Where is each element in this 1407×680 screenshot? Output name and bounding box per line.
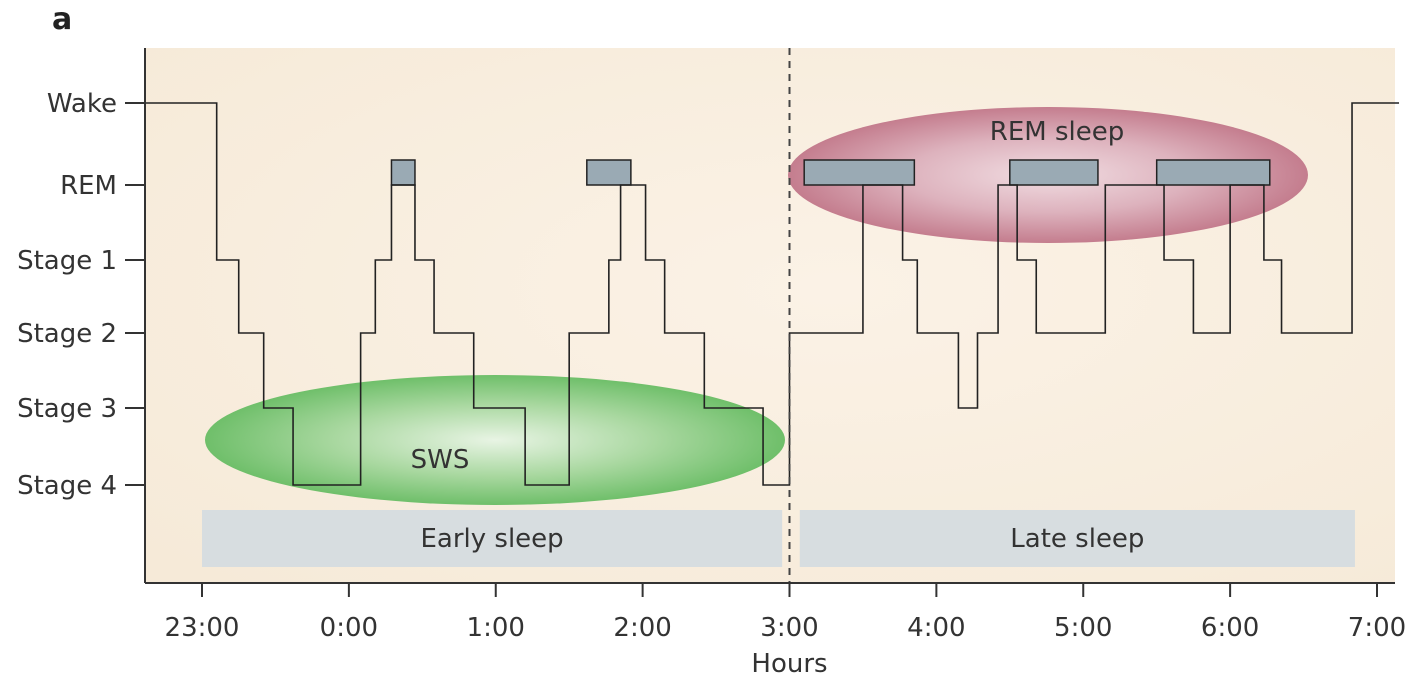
y-tick-label: Stage 4 <box>17 471 117 501</box>
sws-ellipse <box>205 375 785 505</box>
phase-label: Early sleep <box>420 524 563 554</box>
rem-block <box>586 159 632 186</box>
y-tick-label: Stage 2 <box>17 319 117 349</box>
sws-label: SWS <box>411 445 470 475</box>
rem-block <box>1155 159 1271 186</box>
x-tick-label: 4:00 <box>907 613 965 643</box>
x-tick-label: 6:00 <box>1201 613 1259 643</box>
y-tick-label: Wake <box>47 89 117 119</box>
phase-band <box>799 510 1355 567</box>
x-tick-label: 2:00 <box>613 613 671 643</box>
x-tick-label: 0:00 <box>320 613 378 643</box>
panel-label: a <box>52 2 73 37</box>
phase-label: Late sleep <box>1010 524 1144 554</box>
y-tick-label: Stage 3 <box>17 394 117 424</box>
y-tick-label: REM <box>60 171 117 201</box>
phase-band <box>202 510 783 567</box>
x-axis-title: Hours <box>751 649 827 679</box>
y-tick-label: Stage 1 <box>17 246 117 276</box>
x-tick-label: 3:00 <box>760 613 818 643</box>
rem-block <box>1009 159 1099 186</box>
x-tick-label: 7:00 <box>1348 613 1406 643</box>
x-tick-label: 23:00 <box>165 613 240 643</box>
rem-block <box>803 159 916 186</box>
x-tick-label: 5:00 <box>1054 613 1112 643</box>
rem-sleep-label: REM sleep <box>990 117 1124 147</box>
x-tick-label: 1:00 <box>467 613 525 643</box>
hypnogram-line <box>143 102 1400 486</box>
rem-block <box>390 159 416 186</box>
